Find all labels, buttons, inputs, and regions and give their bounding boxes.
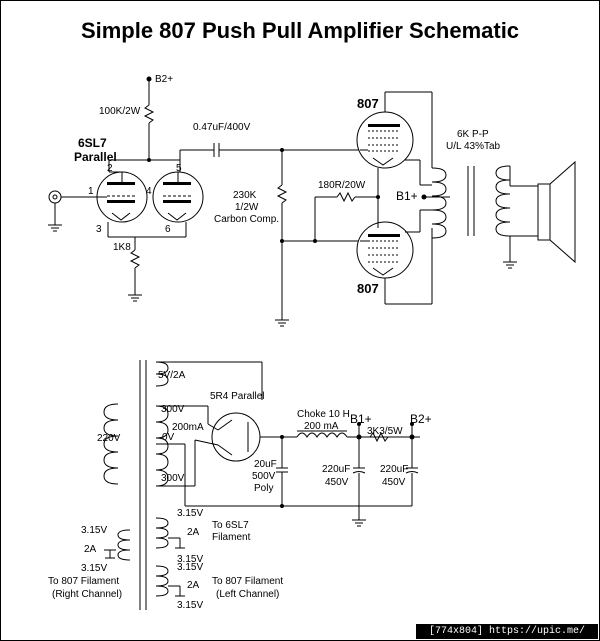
label-tube-807-top: 807 <box>357 96 379 111</box>
label-choke-ma: 200 mA <box>304 421 339 432</box>
output-transformer <box>420 92 538 304</box>
label-fil-3v15-d: 3.15V <box>177 600 203 611</box>
filter-cap-20uf <box>276 435 288 508</box>
label-bias-resistor: 180R/20W <box>318 180 366 191</box>
label-coupling-cap: 0.47uF/400V <box>193 122 251 133</box>
label-cap-20uf-v: 500V <box>252 471 276 482</box>
label-fil-2a-c: 2A <box>84 544 97 555</box>
label-b2-psu: B2+ <box>410 412 432 426</box>
filament-windings <box>104 517 185 597</box>
label-pt-220v: 220V <box>97 433 121 444</box>
label-fil-3v15-f: 3.15V <box>81 563 107 574</box>
tube-807-bottom <box>356 221 432 305</box>
label-rectifier: 5R4 Parallel <box>210 391 264 402</box>
label-fil-6sl7: To 6SL7 <box>212 520 249 531</box>
label-r-3k3: 3K3/5W <box>367 426 403 437</box>
label-fil-3v15-e: 3.15V <box>81 525 107 536</box>
label-grid-resistor: 230K <box>233 190 257 201</box>
tube-6sl7-left <box>96 171 148 223</box>
label-fil-6sl7-sub: Filament <box>212 532 251 543</box>
label-pt-5v: 5V/2A <box>158 370 186 381</box>
label-fil-2a-b: 2A <box>187 580 200 591</box>
label-grid-resistor-power: 1/2W <box>235 202 259 213</box>
label-tube-6sl7: 6SL7 <box>78 136 107 150</box>
grid-resistor <box>275 150 360 327</box>
power-transformer <box>103 360 360 610</box>
label-pt-300v-a: 300V <box>161 404 185 415</box>
label-fil-3v15-c: 3.15V <box>177 562 203 573</box>
tube-6sl7-right <box>152 171 204 223</box>
label-pin4: 4 <box>146 186 152 197</box>
label-fil-3v15-a: 3.15V <box>177 508 203 519</box>
label-output-transformer: 6K P-P <box>457 129 489 140</box>
label-cap-220uf-1-v: 450V <box>325 477 349 488</box>
input-jack <box>48 190 97 232</box>
label-b1-plus: B1+ <box>396 189 418 203</box>
label-fil-3v15-b: 3.15V <box>177 554 203 565</box>
speaker-icon <box>537 160 576 264</box>
label-pin6: 6 <box>165 224 171 235</box>
label-plate-resistor: 100K/2W <box>99 106 141 117</box>
label-pt-300v-b: 300V <box>161 473 185 484</box>
label-cathode-resistor: 1K8 <box>113 242 131 253</box>
label-pin3: 3 <box>96 224 102 235</box>
coupling-capacitor <box>179 143 360 160</box>
label-fil-2a-a: 2A <box>187 527 200 538</box>
label-cap-220uf-1: 220uF <box>322 464 350 475</box>
label-pin2: 2 <box>107 163 113 174</box>
label-tube-807-bottom: 807 <box>357 281 379 296</box>
image-host-footer: [774x804] https://upic.me/ <box>416 624 598 639</box>
bias-resistor <box>313 191 380 243</box>
cathode-resistor <box>107 222 187 302</box>
label-cap-220uf-2: 220uF <box>380 464 408 475</box>
label-choke: Choke 10 H <box>297 409 350 420</box>
schematic-title: Simple 807 Push Pull Amplifier Schematic <box>80 18 520 43</box>
filter-cap-220uf-2 <box>360 437 419 507</box>
label-pin5: 5 <box>176 163 182 174</box>
label-cap-20uf-type: Poly <box>254 483 273 494</box>
label-pt-200ma: 200mA <box>172 422 204 433</box>
label-grid-resistor-type: Carbon Comp. <box>214 214 279 225</box>
label-fil-807-right-sub: (Right Channel) <box>52 589 122 600</box>
plate-resistor <box>108 76 181 172</box>
label-b1-psu: B1+ <box>350 412 372 426</box>
rectifier-tube <box>194 412 290 462</box>
label-b2-top: B2+ <box>155 74 173 85</box>
label-output-transformer-sub: U/L 43%Tab <box>446 141 501 152</box>
filter-cap-220uf-1 <box>352 437 366 527</box>
label-pt-0v: 0V <box>162 432 175 443</box>
label-pin1: 1 <box>88 186 94 197</box>
label-tube-6sl7-sub: Parallel <box>74 150 117 164</box>
label-fil-807-right: To 807 Filament <box>48 576 119 587</box>
label-fil-807-left-sub: (Left Channel) <box>216 589 279 600</box>
tube-807-top <box>356 91 432 169</box>
label-cap-20uf: 20uF <box>254 459 277 470</box>
label-fil-807-left: To 807 Filament <box>212 576 283 587</box>
label-cap-220uf-2-v: 450V <box>382 477 406 488</box>
